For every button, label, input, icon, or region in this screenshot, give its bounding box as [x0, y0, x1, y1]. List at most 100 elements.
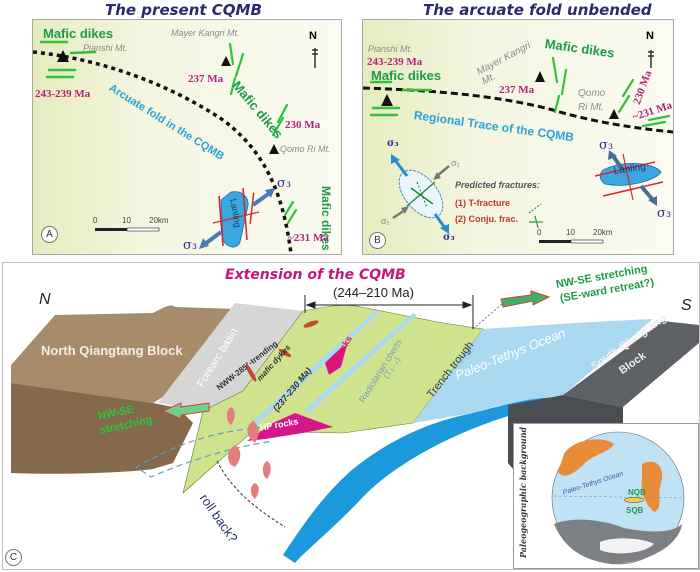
- panel-b-title: The arcuate fold unbended: [423, 1, 652, 19]
- scale-10-a: 10: [122, 216, 131, 225]
- dikes-pianshi-b: [369, 80, 433, 117]
- pianshi-label-b: Pianshi Mt.: [368, 44, 413, 54]
- age-243-b: 243-239 Ma: [367, 56, 423, 68]
- age-230-a: 230 Ma: [285, 119, 321, 131]
- dikes-mayer-a: [228, 42, 245, 96]
- legend-title-b: Predicted fractures:: [455, 180, 541, 190]
- dikes-231-b: [641, 114, 671, 128]
- inset-equator: [553, 495, 685, 499]
- sigma1-label-ellipse-1: σ₁: [451, 158, 460, 168]
- sigma3-label-b-1: σ₃: [599, 138, 614, 153]
- trench-dashed-line: [472, 302, 504, 330]
- inset-laurasia: [558, 439, 614, 476]
- panel-c-title: Extension of the CQMB: [225, 267, 406, 283]
- north-arrow-a: [312, 48, 318, 68]
- inset-sqb-label: SQB: [626, 506, 644, 515]
- sqb-top: [563, 321, 699, 407]
- conju-frac-symbol: [529, 215, 543, 229]
- hp-rocks-upper: [325, 345, 347, 375]
- panel-b-map: Pianshi Mt. 243-239 Ma Mafic dikes Mayer…: [362, 19, 674, 255]
- north-label-b: N: [646, 30, 654, 42]
- pianshi-label-a: Pianshi Mt.: [83, 43, 128, 53]
- blue-strip-2: [303, 313, 417, 413]
- panel-letter-b: B: [369, 232, 386, 249]
- dyke-lenses: [245, 320, 319, 382]
- scale-0-b: 0: [537, 228, 542, 237]
- north-arrow-b: [648, 50, 654, 68]
- south-label-c: S: [681, 297, 692, 314]
- sigma3-label-ellipse-2: σ₃: [443, 232, 455, 243]
- hp-rocks-lower: [247, 413, 333, 441]
- subducting-slab: [283, 397, 563, 563]
- panel-a-map: Mafic dikes Pianshi Mt. Mayer Kangri Mt.…: [32, 19, 342, 255]
- forearc-basin: [158, 303, 303, 411]
- panel-a-title: The present CQMB: [105, 1, 262, 19]
- panel-letter-a: A: [41, 226, 58, 243]
- inset-cqmb-marker: [623, 497, 645, 503]
- lanling-block-a: [212, 187, 260, 248]
- dikes-pianshi-a: [39, 40, 97, 79]
- age-243-a: 243-239 Ma: [35, 88, 91, 100]
- t-fracture-symbol: [528, 203, 542, 214]
- stretch-arrow-right: [500, 290, 551, 308]
- age-237-a: 237 Ma: [188, 73, 224, 85]
- sigma3-label-b-2: σ₃: [657, 206, 672, 221]
- panel-c-graphics: [11, 290, 699, 563]
- scale-bar-a: [95, 227, 160, 232]
- paleogeographic-inset: Paleogeographic background Paleo-Tethys …: [513, 423, 699, 569]
- dikes-label-pianshi: Mafic dikes: [43, 26, 114, 41]
- sigma1-label-ellipse-2: σ₁: [381, 216, 390, 226]
- dikes-230-a: [271, 103, 289, 137]
- extent-bracket: [304, 295, 474, 329]
- inset-nqb-label: NQB: [628, 488, 646, 497]
- slab-direction-arrow: [486, 420, 504, 430]
- panel-b-graphics: [363, 50, 673, 244]
- rollback-arrow: [216, 460, 286, 528]
- sigma3-arrows-ellipse: [391, 154, 449, 234]
- paleo-tethys-ocean: [413, 319, 653, 423]
- nqb-label: North Qiangtang Block: [41, 343, 183, 358]
- dikes-231-a: [283, 200, 298, 225]
- fold-trace-a: [33, 50, 293, 254]
- sigma3-arrows-lanling-b: [608, 150, 657, 206]
- sigma3-arrows-a: [199, 188, 275, 249]
- qomo-label-b-2: Ri Mt.: [578, 102, 605, 113]
- stretch-arrow-left: [161, 402, 210, 420]
- mountain-qomo-b: [609, 109, 619, 119]
- cqmb-wedge: [182, 305, 484, 494]
- sigma3-label-a-2: σ₃: [183, 238, 198, 253]
- age-range-label: (244–210 Ma): [333, 285, 414, 300]
- scale-0-a: 0: [93, 216, 98, 225]
- dikes-230-b: [617, 78, 635, 114]
- nqb-front: [11, 383, 193, 474]
- panel-c-block-diagram: Extension of the CQMB (244–210 Ma) N S N…: [2, 262, 700, 570]
- mountain-pianshi-a: [57, 50, 69, 62]
- mountain-pianshi-b: [381, 94, 393, 106]
- mountain-qomo-a: [269, 144, 279, 154]
- dikes-mayer-b: [551, 56, 568, 114]
- magma-drops: [226, 407, 271, 499]
- mayer-label-a: Mayer Kangri Mt.: [171, 28, 240, 38]
- mountain-mayer-b: [535, 71, 545, 82]
- blue-strip-1: [251, 311, 379, 425]
- fold-trace-b: [363, 86, 673, 134]
- scale-20-a: 20km: [149, 216, 169, 225]
- age-237-b: 237 Ma: [499, 84, 535, 96]
- dikes-label-pianshi-b: Mafic dikes: [371, 68, 442, 83]
- sigma1-arrows-ellipse: [392, 165, 450, 220]
- inset-gondwana-white: [600, 538, 654, 554]
- scale-bar-b: [539, 239, 604, 244]
- lanling-block-b: [594, 153, 664, 201]
- panel-letter-c: C: [5, 549, 22, 566]
- scale-10-b: 10: [566, 228, 575, 237]
- mountain-mayer-a: [221, 56, 231, 66]
- sigma3-label-ellipse-1: σ₃: [387, 138, 399, 149]
- north-label-a: N: [309, 30, 317, 42]
- qomo-label-a: Qomo Ri Mt.: [280, 144, 331, 154]
- scale-20-b: 20km: [593, 228, 613, 237]
- inset-north-china: [641, 461, 663, 512]
- qomo-label-b-1: Qomo: [578, 88, 606, 99]
- sigma3-label-a-1: σ₃: [277, 176, 292, 191]
- legend-item-t-fracture: (1) T-fracture: [455, 198, 511, 208]
- rollback-slab-outline: [134, 426, 274, 478]
